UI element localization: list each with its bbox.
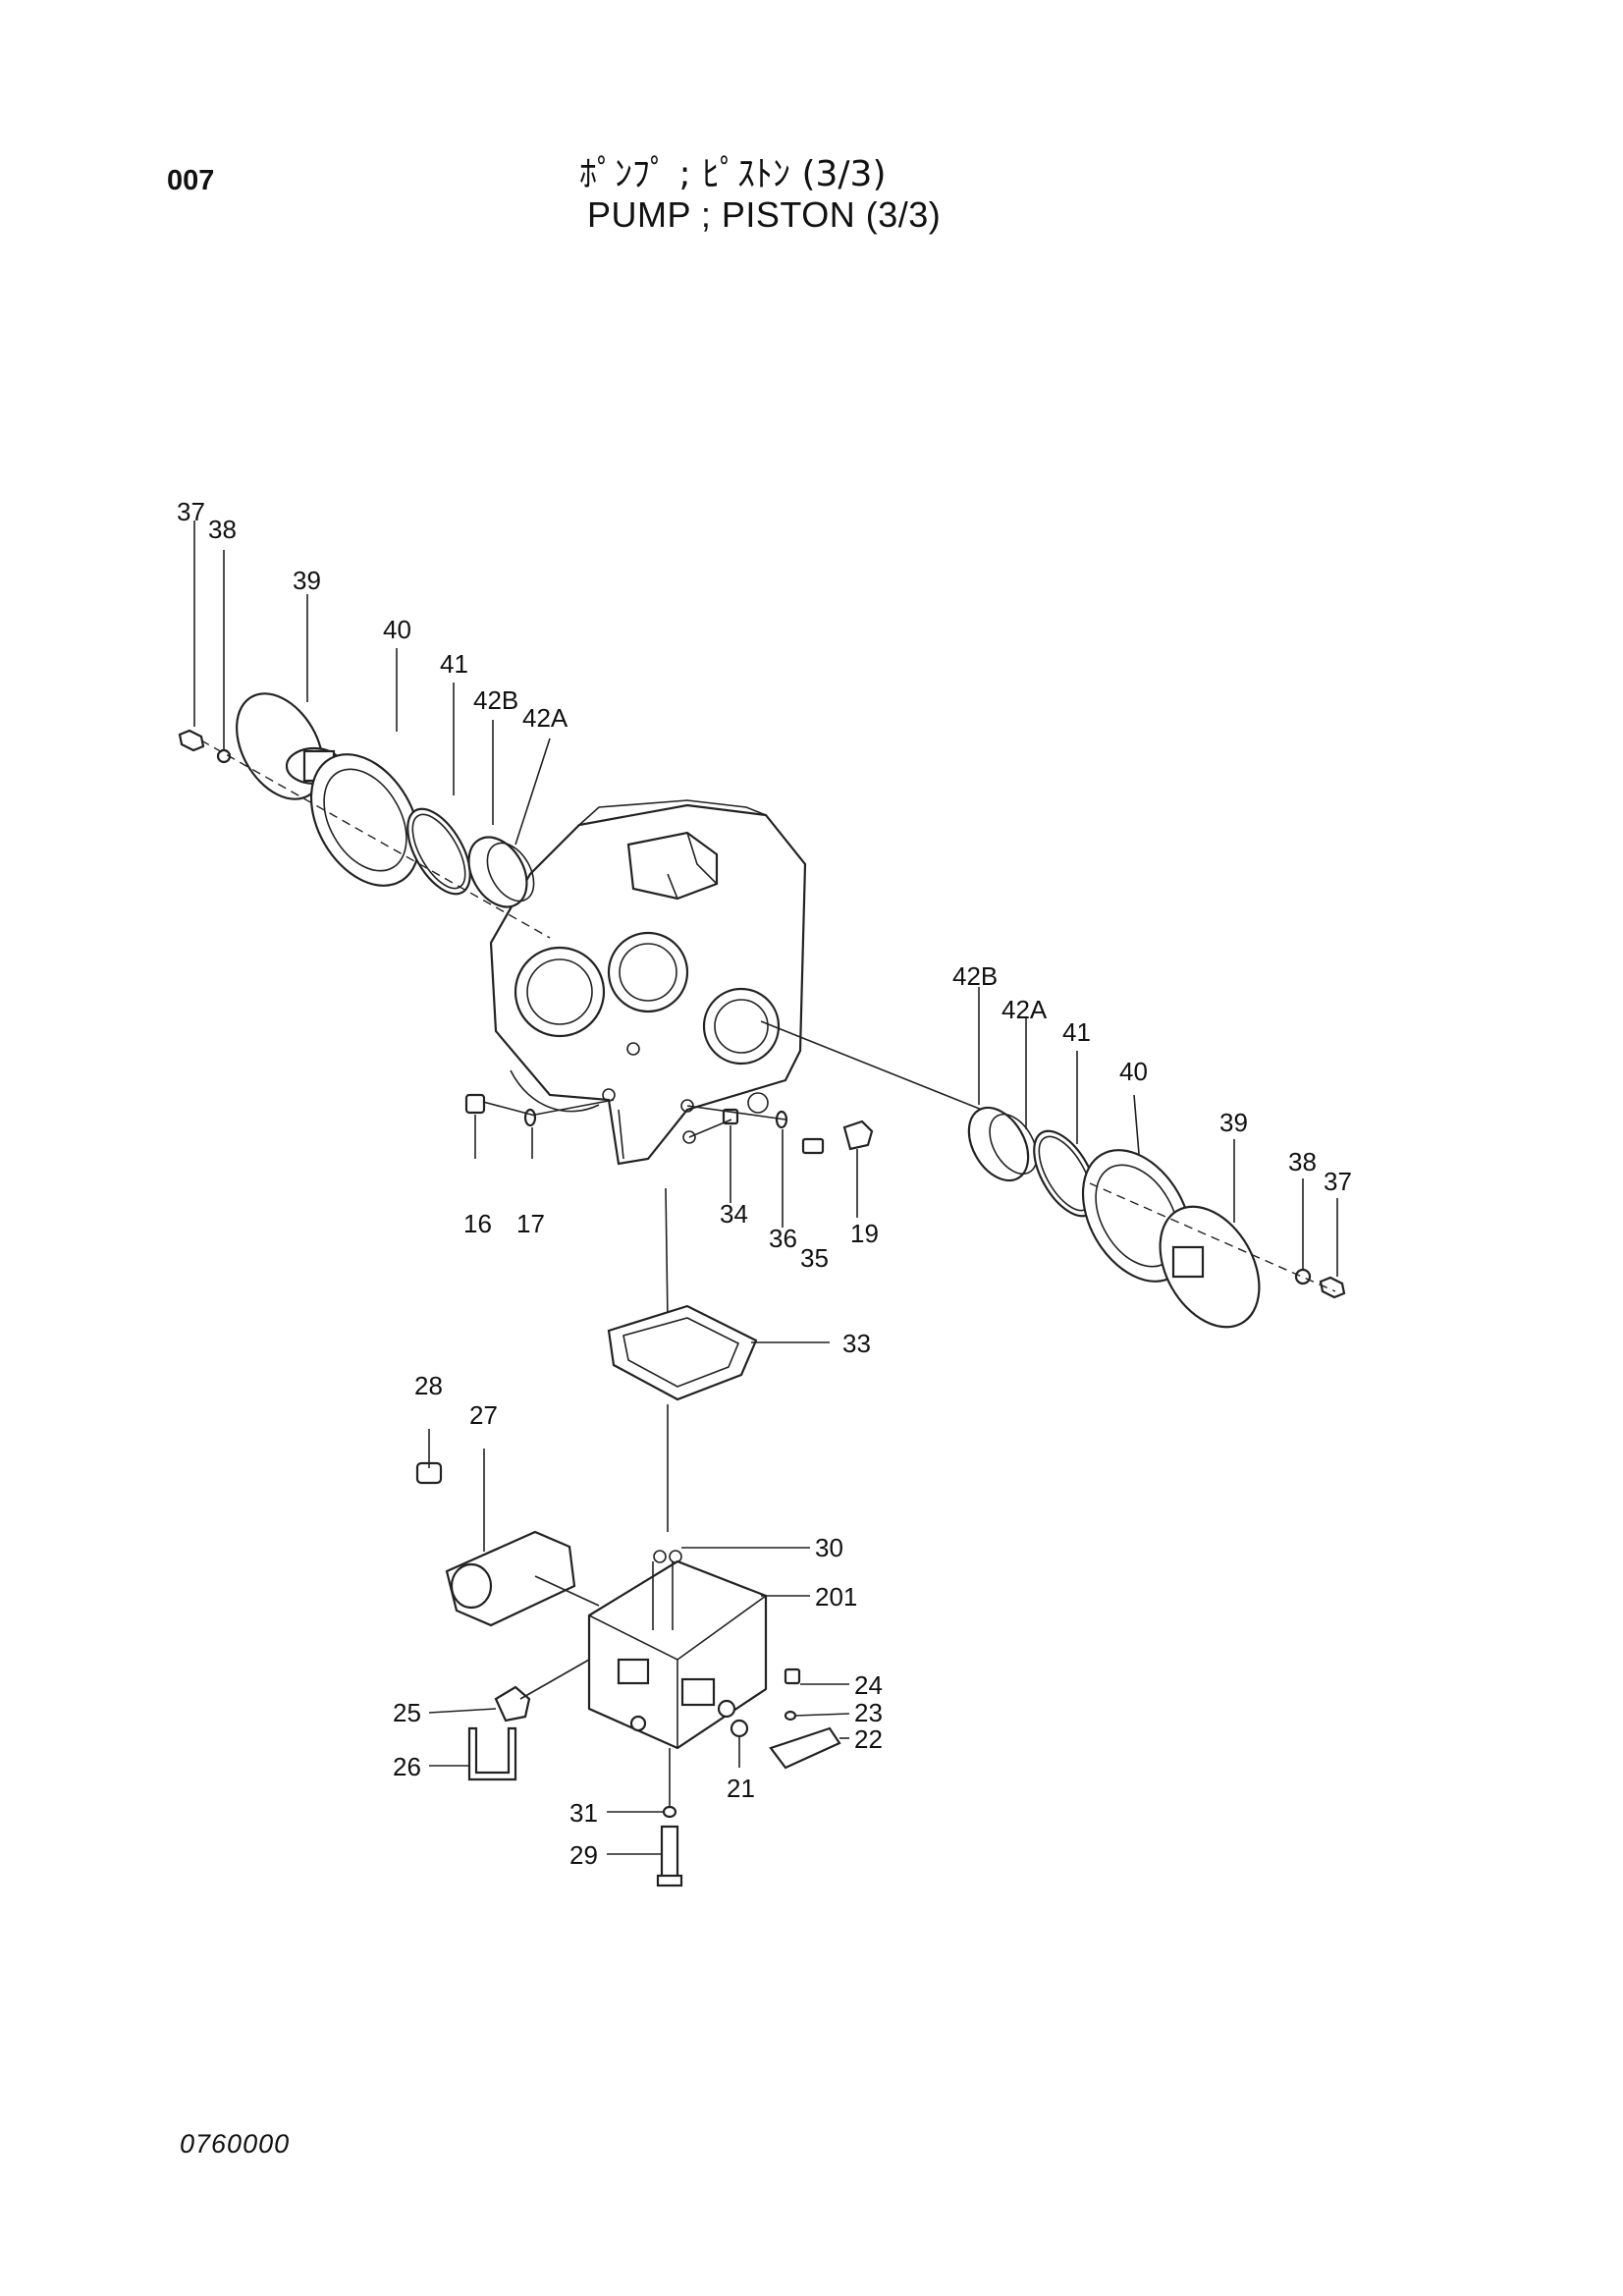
callout-27: 27 xyxy=(469,1400,498,1430)
callout-34: 34 xyxy=(720,1199,748,1229)
callout-35: 35 xyxy=(800,1243,829,1273)
valve-block xyxy=(587,1550,768,1750)
callout-28: 28 xyxy=(414,1371,443,1400)
callout-42a-right: 42A xyxy=(1001,995,1048,1024)
page-title-japanese: ﾎﾟﾝﾌﾟ ; ﾋﾟｽﾄﾝ (3/3) xyxy=(579,154,887,194)
side-bracket-parts xyxy=(730,1667,841,1770)
callout-42b-left: 42B xyxy=(473,685,518,715)
callout-30: 30 xyxy=(815,1533,843,1562)
callout-37-left: 37 xyxy=(177,497,205,526)
bottom-bolt xyxy=(656,1748,683,1887)
pump-housing xyxy=(489,799,807,1166)
callout-40-right: 40 xyxy=(1119,1057,1148,1086)
callout-labels: 37 38 39 40 41 42B 42A 42B 42A 41 40 39 … xyxy=(177,497,1352,1870)
callout-42b-right: 42B xyxy=(952,961,998,991)
callout-26: 26 xyxy=(393,1752,421,1781)
document-code: 0760000 xyxy=(180,2129,291,2159)
callout-19: 19 xyxy=(850,1219,879,1248)
callout-38-right: 38 xyxy=(1288,1147,1317,1176)
callout-33: 33 xyxy=(842,1329,871,1358)
callout-41-left: 41 xyxy=(440,649,468,679)
callout-42a-left: 42A xyxy=(522,703,568,733)
callout-36: 36 xyxy=(769,1224,797,1253)
callout-37-right: 37 xyxy=(1324,1167,1352,1196)
callout-22: 22 xyxy=(854,1724,883,1754)
right-end-cover-assembly xyxy=(760,1020,1346,1329)
callout-24: 24 xyxy=(854,1670,883,1700)
housing-fittings xyxy=(464,1093,874,1155)
callout-39-left: 39 xyxy=(293,566,321,595)
callout-leaders xyxy=(193,520,1338,1855)
callout-31: 31 xyxy=(569,1798,598,1828)
page-number: 007 xyxy=(167,165,215,196)
gasket xyxy=(607,1187,758,1532)
callout-38-left: 38 xyxy=(208,515,237,544)
callout-41-right: 41 xyxy=(1062,1017,1091,1047)
callout-40-left: 40 xyxy=(383,615,411,644)
callout-39-right: 39 xyxy=(1219,1108,1248,1137)
left-end-cover-assembly xyxy=(178,692,551,939)
callout-21: 21 xyxy=(727,1774,755,1803)
callout-23: 23 xyxy=(854,1698,883,1727)
callout-17: 17 xyxy=(516,1209,545,1238)
callout-201: 201 xyxy=(815,1582,857,1612)
callout-29: 29 xyxy=(569,1840,598,1870)
callout-25: 25 xyxy=(393,1698,421,1727)
page-title-english: PUMP ; PISTON (3/3) xyxy=(587,194,942,235)
callout-16: 16 xyxy=(463,1209,492,1238)
elbow-and-pipe xyxy=(467,1659,590,1781)
solenoid-valve xyxy=(415,1461,600,1627)
